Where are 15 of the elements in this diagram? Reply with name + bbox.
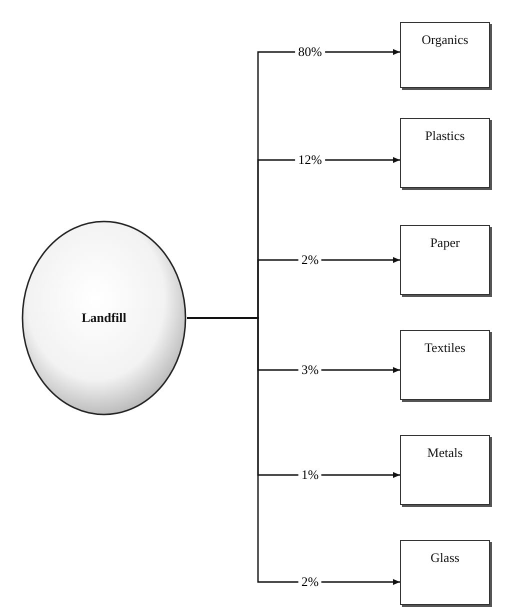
category-box <box>400 435 490 505</box>
arrow <box>187 317 400 585</box>
node-label: Landfill <box>82 310 126 326</box>
node-label: Plastics <box>425 128 465 143</box>
node-label: Glass <box>430 550 460 565</box>
node-label: Organics <box>422 32 468 47</box>
category-box <box>400 225 490 295</box>
category-box <box>400 540 490 605</box>
category-box <box>400 22 490 88</box>
category-box <box>400 330 490 400</box>
node-label: Textiles <box>424 340 466 355</box>
node-label: Paper <box>430 235 460 250</box>
node-label: Metals <box>427 445 463 460</box>
ellipse-node <box>21 220 187 416</box>
category-box <box>400 118 490 188</box>
